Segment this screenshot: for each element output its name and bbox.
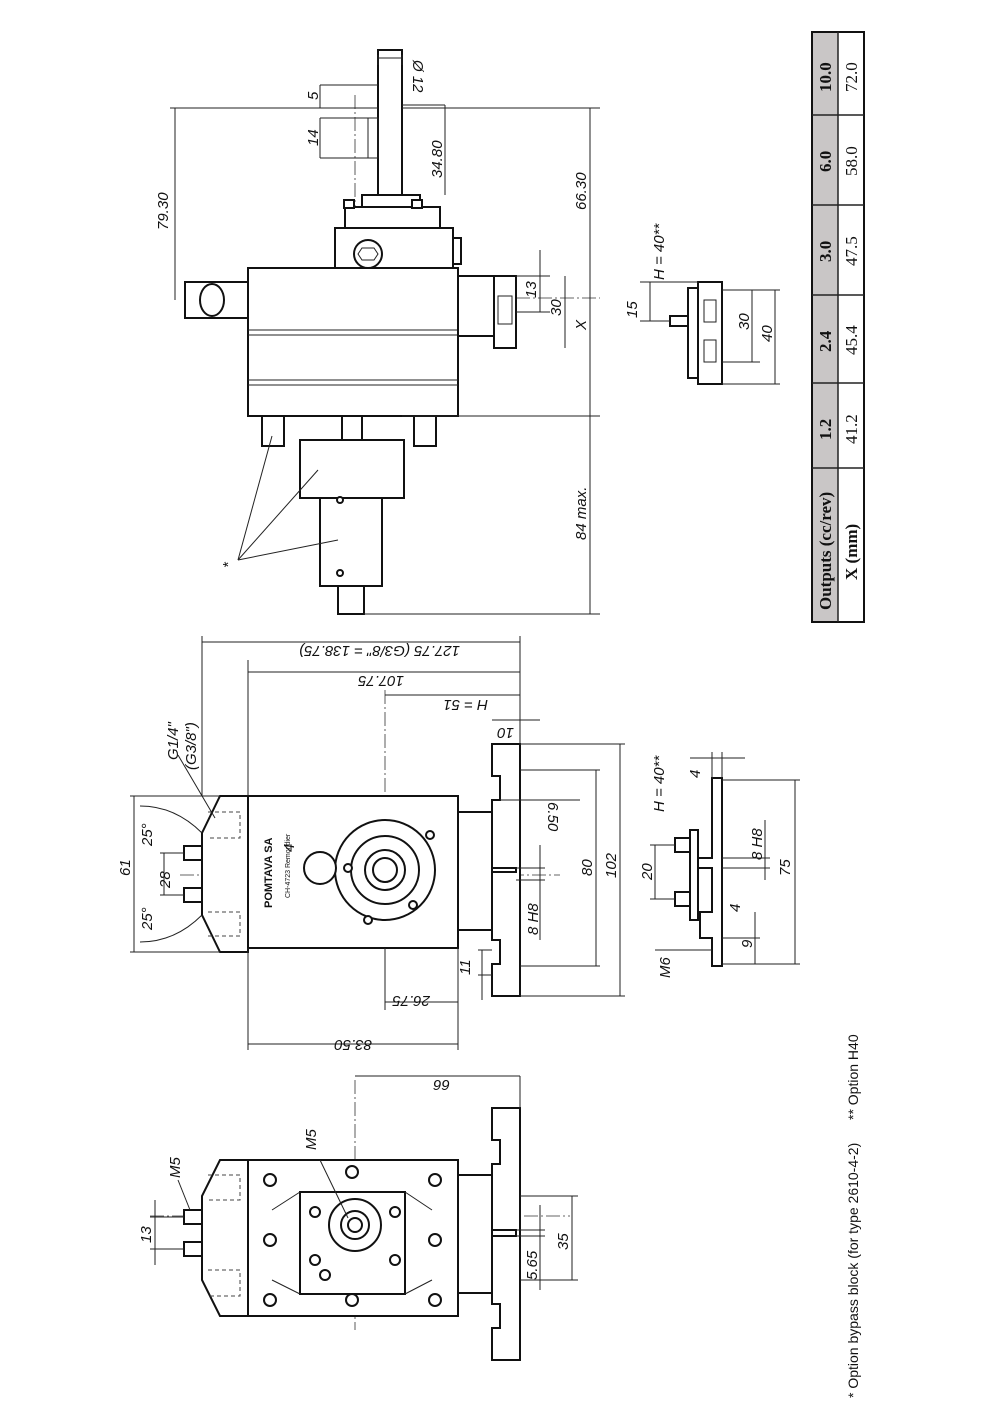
h40-front-dim-75: 75 bbox=[777, 859, 794, 876]
table-output-2: 2.4 bbox=[816, 330, 835, 352]
dim-107-75: 107.75 bbox=[357, 672, 404, 689]
h40-front-label: H = 40** bbox=[651, 755, 668, 812]
h40-front-dim-8h8: 8 H8 bbox=[749, 828, 766, 860]
dim-5: 5 bbox=[305, 91, 322, 100]
table-header-x: X (mm) bbox=[842, 524, 861, 580]
dim-26-75: 26.75 bbox=[392, 992, 431, 1009]
dim-4-fitting: 4 bbox=[281, 844, 298, 852]
table-header-column bbox=[812, 32, 838, 622]
dim-79-30: 79.30 bbox=[155, 192, 172, 230]
pump-side-view: POMTAVA SA CH-4723 Remondier 61 28 25° 2… bbox=[117, 636, 625, 1053]
dim-8h8: 8 H8 bbox=[525, 903, 542, 935]
bottom-dim-35: 35 bbox=[555, 1233, 572, 1250]
side-fitting bbox=[303, 851, 337, 885]
pump-body bbox=[247, 267, 459, 417]
bottom-dim-m5: M5 bbox=[303, 1129, 320, 1150]
dim-84-max: 84 max. bbox=[573, 487, 590, 540]
h40-side-dim-40: 40 bbox=[759, 325, 776, 342]
drive-shaft bbox=[377, 49, 403, 196]
port-manifold bbox=[201, 795, 249, 953]
dim-14: 14 bbox=[305, 129, 322, 146]
dim-x: X bbox=[573, 319, 590, 331]
output-table: Outputs (cc/rev) X (mm) 1.2 2.4 3.0 6.0 … bbox=[811, 31, 865, 623]
nameplate-model: CH-4723 Remondier bbox=[285, 833, 292, 898]
h40-front-dim-m6: M6 bbox=[657, 957, 674, 978]
footnote-bypass: * Option bypass block (for type 2610-4-2… bbox=[845, 1143, 861, 1398]
h40-side-label: H = 40** bbox=[651, 223, 668, 280]
h40-side-dim-15: 15 bbox=[624, 301, 641, 318]
dim-10: 10 bbox=[497, 724, 514, 741]
motor-adapter bbox=[299, 439, 405, 499]
bottom-flange bbox=[491, 1107, 521, 1361]
bottom-dim-5-65: 5.65 bbox=[524, 1250, 541, 1280]
h40-flange bbox=[697, 777, 723, 967]
dim-80: 80 bbox=[579, 859, 596, 876]
bottom-dim-m5-top: M5 bbox=[167, 1157, 184, 1178]
table-x-4: 58.0 bbox=[842, 146, 861, 176]
dim-shaft-diameter: Ø 12 bbox=[409, 59, 426, 93]
h40-front-dim-20: 20 bbox=[639, 863, 656, 881]
table-output-4: 6.0 bbox=[816, 151, 835, 172]
outlet-block bbox=[493, 275, 517, 349]
nameplate-brand: POMTAVA SA bbox=[263, 837, 275, 908]
mounting-flange bbox=[491, 743, 521, 997]
h40-front-detail: H = 40** 4 75 8 H8 20 4 9 M6 bbox=[639, 752, 800, 978]
pump-bottom-view: 13 M5 M5 66 5.65 35 bbox=[138, 1075, 578, 1361]
table-output-3: 3.0 bbox=[816, 241, 835, 262]
bottom-port-manifold bbox=[201, 1159, 249, 1317]
dim-28: 28 bbox=[157, 871, 174, 889]
angle-top: 25° bbox=[139, 823, 156, 847]
h40-front-dim-4-top: 4 bbox=[687, 770, 704, 778]
pump-top-view: * Ø 12 5 14 34.80 79.30 66.30 13 30 X 84… bbox=[155, 49, 600, 615]
pump-head bbox=[334, 227, 454, 274]
bottom-dim-13: 13 bbox=[138, 1226, 155, 1243]
dim-66-30: 66.30 bbox=[573, 172, 590, 210]
h40-front-dim-9: 9 bbox=[739, 939, 756, 948]
dim-102: 102 bbox=[603, 852, 620, 878]
footnote-h40: ** Option H40 bbox=[845, 1034, 861, 1120]
dim-30: 30 bbox=[548, 299, 565, 316]
table-x-3: 47.5 bbox=[842, 236, 861, 266]
table-x-2: 45.4 bbox=[842, 325, 861, 355]
table-output-1: 1.2 bbox=[816, 419, 835, 440]
dim-13: 13 bbox=[523, 281, 540, 298]
port-label-alt: (G3/8") bbox=[183, 722, 200, 770]
table-header-outputs: Outputs (cc/rev) bbox=[816, 492, 835, 610]
table-x-5: 72.0 bbox=[842, 62, 861, 92]
dim-61: 61 bbox=[117, 859, 134, 876]
dim-83-50: 83.50 bbox=[334, 1036, 372, 1053]
table-output-5: 10.0 bbox=[816, 62, 835, 92]
bottom-dim-66: 66 bbox=[433, 1076, 450, 1093]
dim-11: 11 bbox=[457, 959, 474, 975]
dim-6-50: 6.50 bbox=[544, 802, 561, 832]
table-x-1: 41.2 bbox=[842, 414, 861, 444]
h40-side-detail: H = 40** 15 30 40 bbox=[624, 223, 780, 385]
dim-h51: H = 51 bbox=[443, 696, 488, 713]
h40-side-dim-30: 30 bbox=[736, 313, 753, 330]
h40-front-dim-4-bottom: 4 bbox=[727, 904, 744, 912]
angle-bottom: 25° bbox=[139, 907, 156, 931]
asterisk-marker: * bbox=[220, 561, 237, 568]
dim-127-75: 127.75 (G3/8" = 138.75) bbox=[299, 642, 460, 659]
dim-34-80: 34.80 bbox=[429, 140, 446, 178]
port-label: G1/4" bbox=[165, 721, 182, 760]
